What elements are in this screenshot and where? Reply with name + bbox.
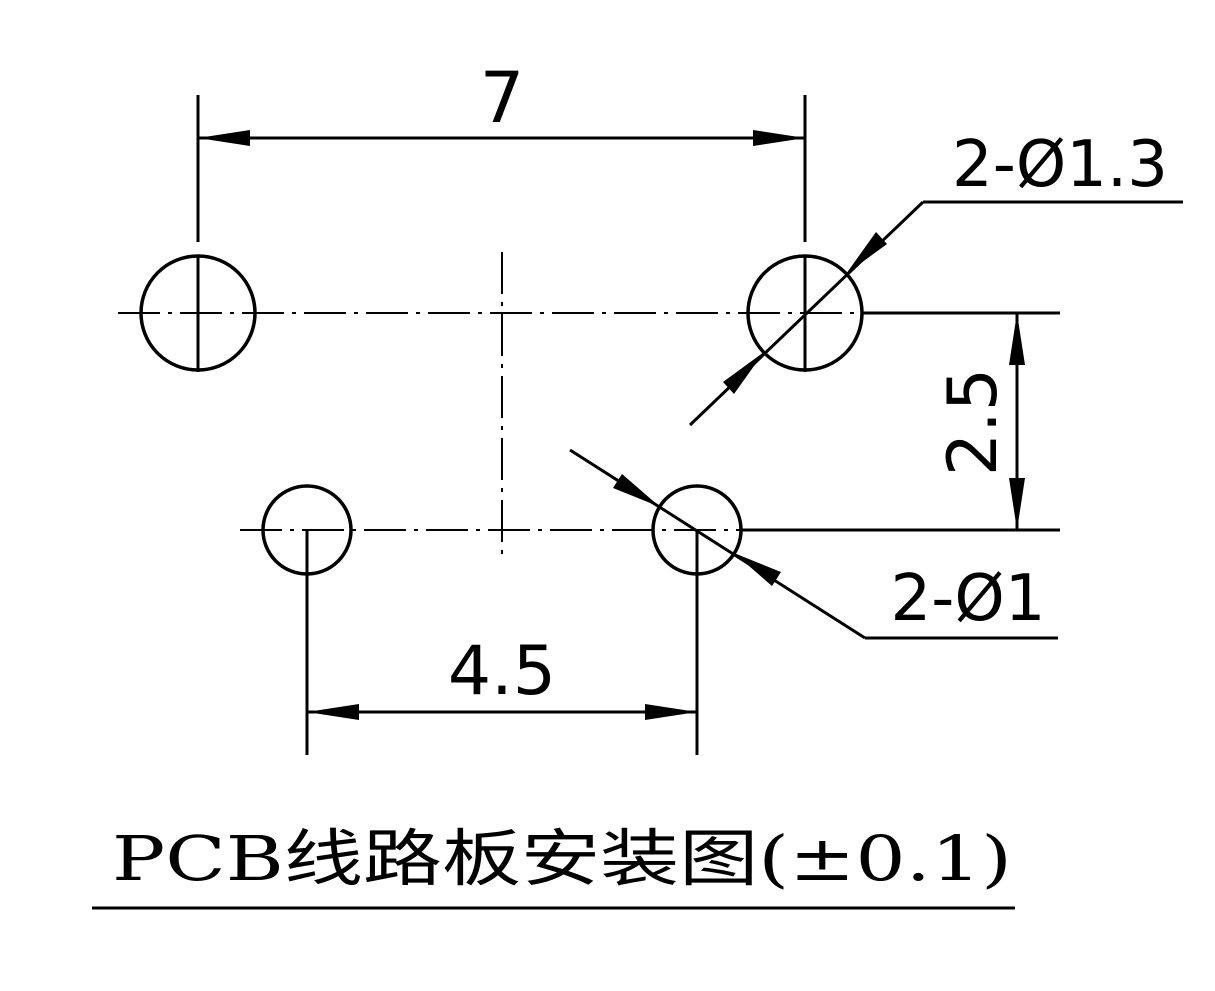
dimension-bottom-width: 4.5	[305, 530, 699, 755]
dimension-vertical-spacing: 2.5	[741, 311, 1060, 532]
leader-small-hole: 2-Ø1	[569, 448, 1058, 640]
center-lines	[118, 252, 870, 555]
leader-large-hole: 2-Ø1.3	[688, 128, 1183, 427]
arrow-right	[645, 704, 697, 720]
dimension-label-2-5: 2.5	[934, 368, 1013, 476]
leader-arrow-upper	[846, 232, 887, 274]
arrow-right	[753, 130, 805, 146]
leader-arrow-upper	[613, 474, 660, 507]
drawing-title: PCB线路板安装图(±0.1)	[92, 822, 1015, 910]
dimension-label-7: 7	[480, 57, 525, 139]
arrow-left	[307, 704, 359, 720]
leader-line	[569, 448, 866, 640]
title-text: PCB线路板安装图(±0.1)	[112, 822, 1012, 895]
leader-arrow-lower	[734, 553, 781, 586]
dimension-top-width: 7	[196, 57, 807, 242]
leader-arrow-lower	[723, 352, 764, 394]
dimension-label-4-5: 4.5	[448, 632, 556, 711]
arrow-top	[1009, 313, 1025, 365]
arrow-bottom	[1009, 478, 1025, 530]
large-hole-callout: 2-Ø1.3	[952, 128, 1168, 202]
arrow-left	[198, 130, 250, 146]
small-hole-callout: 2-Ø1	[891, 562, 1046, 636]
